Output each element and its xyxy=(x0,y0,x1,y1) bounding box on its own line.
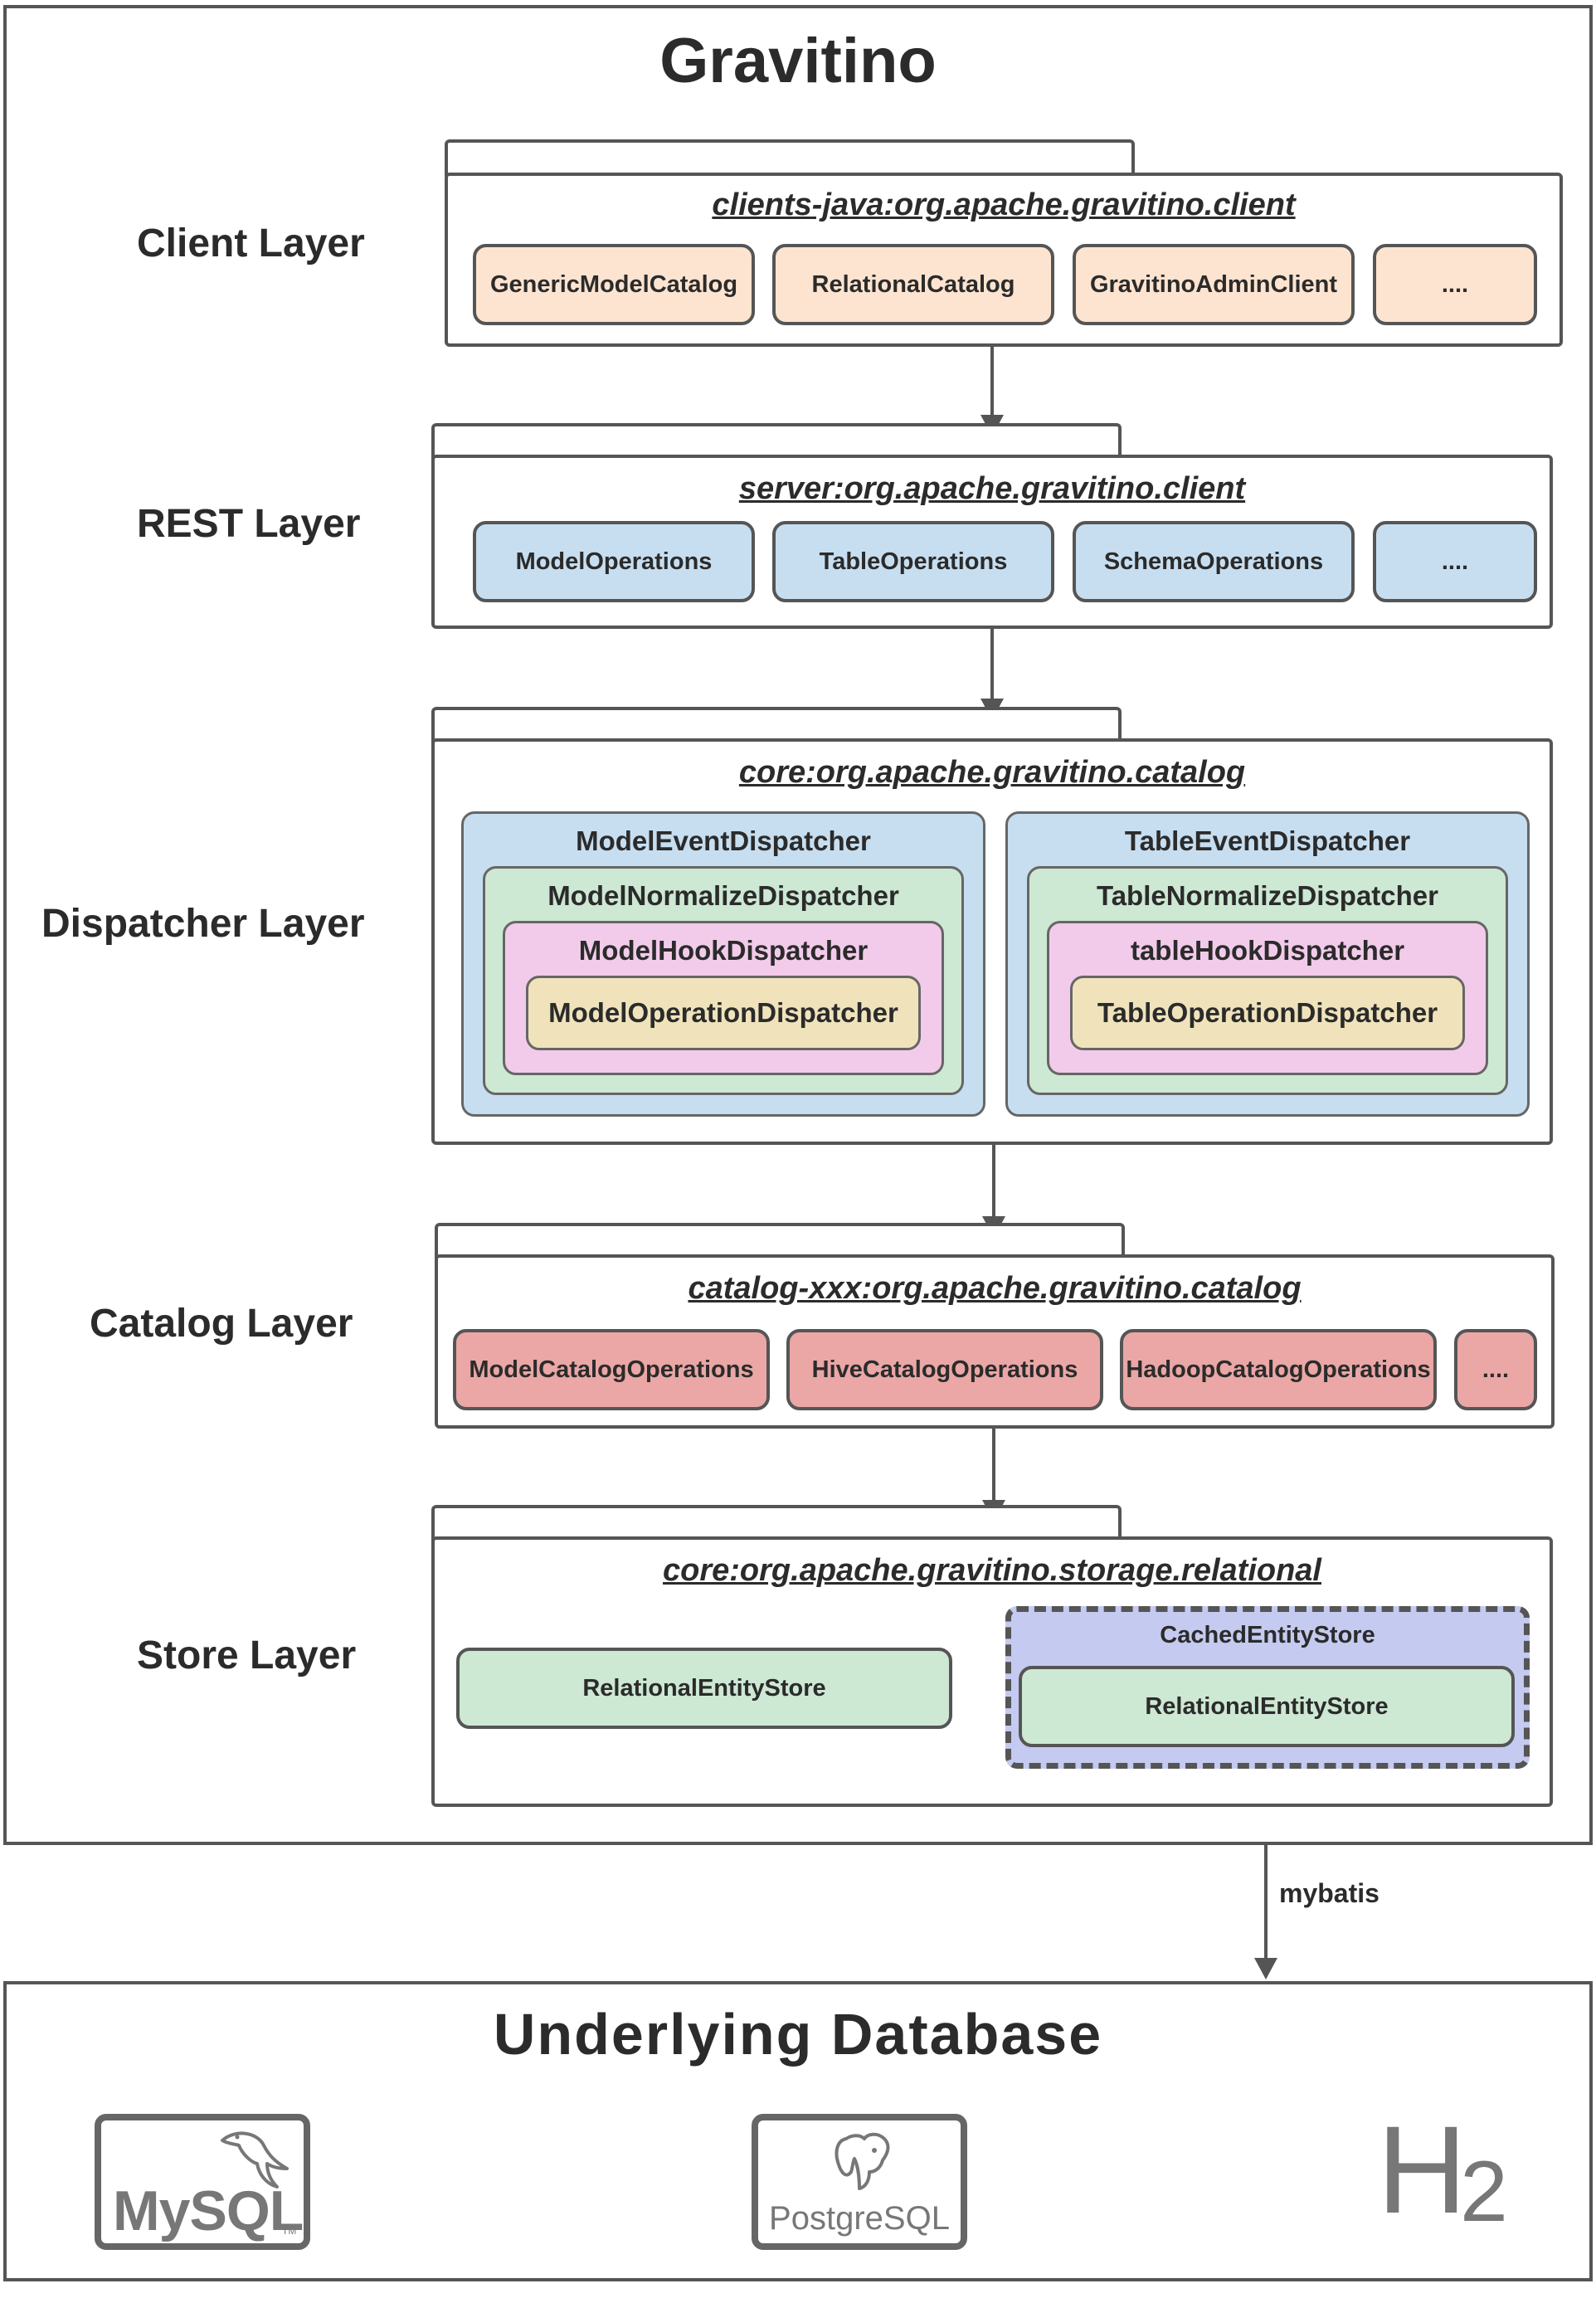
mybatis-label: mybatis xyxy=(1279,1878,1379,1908)
model-hook-dispatcher-label: ModelHookDispatcher xyxy=(578,935,869,966)
mysql-tm-text: TM xyxy=(282,2225,297,2237)
h2-logo-sub: 2 xyxy=(1460,2144,1508,2240)
catalog-package-tab xyxy=(435,1223,1125,1259)
dispatcher-package-tab xyxy=(431,707,1122,743)
rest-package-tab xyxy=(431,423,1122,460)
rest-layer-label: REST Layer xyxy=(137,502,361,546)
gravitino-title: Gravitino xyxy=(659,26,937,96)
store-layer-label: Store Layer xyxy=(137,1634,357,1677)
rest-package-name: server:org.apache.gravitino.client xyxy=(738,471,1246,506)
hive-catalog-operations-box: HiveCatalogOperations xyxy=(786,1329,1103,1410)
cached-relational-entity-store-box: RelationalEntityStore xyxy=(1019,1666,1515,1747)
table-hook-dispatcher-label: tableHookDispatcher xyxy=(1130,935,1405,966)
table-event-dispatcher-label: TableEventDispatcher xyxy=(1124,825,1411,856)
dispatcher-package-name: core:org.apache.gravitino.catalog xyxy=(738,755,1246,790)
arrowhead-icon xyxy=(1254,1958,1277,1979)
client-layer-label: Client Layer xyxy=(137,222,365,265)
arrow-dispatcher-to-catalog xyxy=(992,1145,995,1221)
model-operations-box: ModelOperations xyxy=(473,521,755,602)
catalog-more-box: .... xyxy=(1454,1329,1537,1410)
model-operation-dispatcher-label: ModelOperationDispatcher xyxy=(548,997,898,1028)
arrow-rest-to-dispatcher xyxy=(990,629,994,704)
postgresql-logo: PostgreSQL xyxy=(752,2114,967,2250)
mysql-dolphin-icon xyxy=(221,2131,289,2189)
schema-operations-box: SchemaOperations xyxy=(1073,521,1355,602)
model-operation-dispatcher: ModelOperationDispatcher xyxy=(526,976,921,1050)
arrow-to-database xyxy=(1264,1845,1268,1974)
arrow-client-to-rest xyxy=(990,347,994,420)
model-event-dispatcher-label: ModelEventDispatcher xyxy=(576,825,871,856)
client-more-box: .... xyxy=(1373,244,1537,325)
store-package-tab xyxy=(431,1505,1122,1541)
arrow-catalog-to-store xyxy=(992,1429,995,1505)
client-package-name: clients-java:org.apache.gravitino.client xyxy=(712,187,1296,222)
relational-entity-store-box: RelationalEntityStore xyxy=(456,1648,952,1729)
postgresql-elephant-icon xyxy=(834,2132,890,2190)
catalog-layer-label: Catalog Layer xyxy=(90,1302,353,1346)
h2-logo: H 2 xyxy=(1377,2107,1543,2257)
table-normalize-dispatcher-label: TableNormalizeDispatcher xyxy=(1096,880,1439,911)
table-operation-dispatcher-label: TableOperationDispatcher xyxy=(1097,997,1438,1028)
generic-model-catalog-box: GenericModelCatalog xyxy=(473,244,755,325)
mysql-logo: MySQL TM xyxy=(95,2114,310,2250)
relational-catalog-box: RelationalCatalog xyxy=(772,244,1054,325)
catalog-package-name: catalog-xxx:org.apache.gravitino.catalog xyxy=(688,1271,1302,1306)
cached-entity-store-label: CachedEntityStore xyxy=(1160,1622,1375,1648)
table-operation-dispatcher: TableOperationDispatcher xyxy=(1070,976,1465,1050)
model-catalog-operations-box: ModelCatalogOperations xyxy=(453,1329,770,1410)
postgresql-logo-text: PostgreSQL xyxy=(769,2200,950,2237)
store-package-name: core:org.apache.gravitino.storage.relati… xyxy=(663,1553,1321,1588)
gravitino-admin-client-box: GravitinoAdminClient xyxy=(1073,244,1355,325)
model-normalize-dispatcher-label: ModelNormalizeDispatcher xyxy=(547,880,899,911)
hadoop-catalog-operations-box: HadoopCatalogOperations xyxy=(1120,1329,1437,1410)
table-operations-box: TableOperations xyxy=(772,521,1054,602)
client-package-tab xyxy=(445,139,1135,176)
dispatcher-layer-label: Dispatcher Layer xyxy=(41,902,365,946)
mysql-logo-text: MySQL xyxy=(113,2179,304,2242)
rest-more-box: .... xyxy=(1373,521,1537,602)
h2-logo-h: H xyxy=(1377,2100,1467,2239)
database-title: Underlying Database xyxy=(493,2002,1103,2067)
